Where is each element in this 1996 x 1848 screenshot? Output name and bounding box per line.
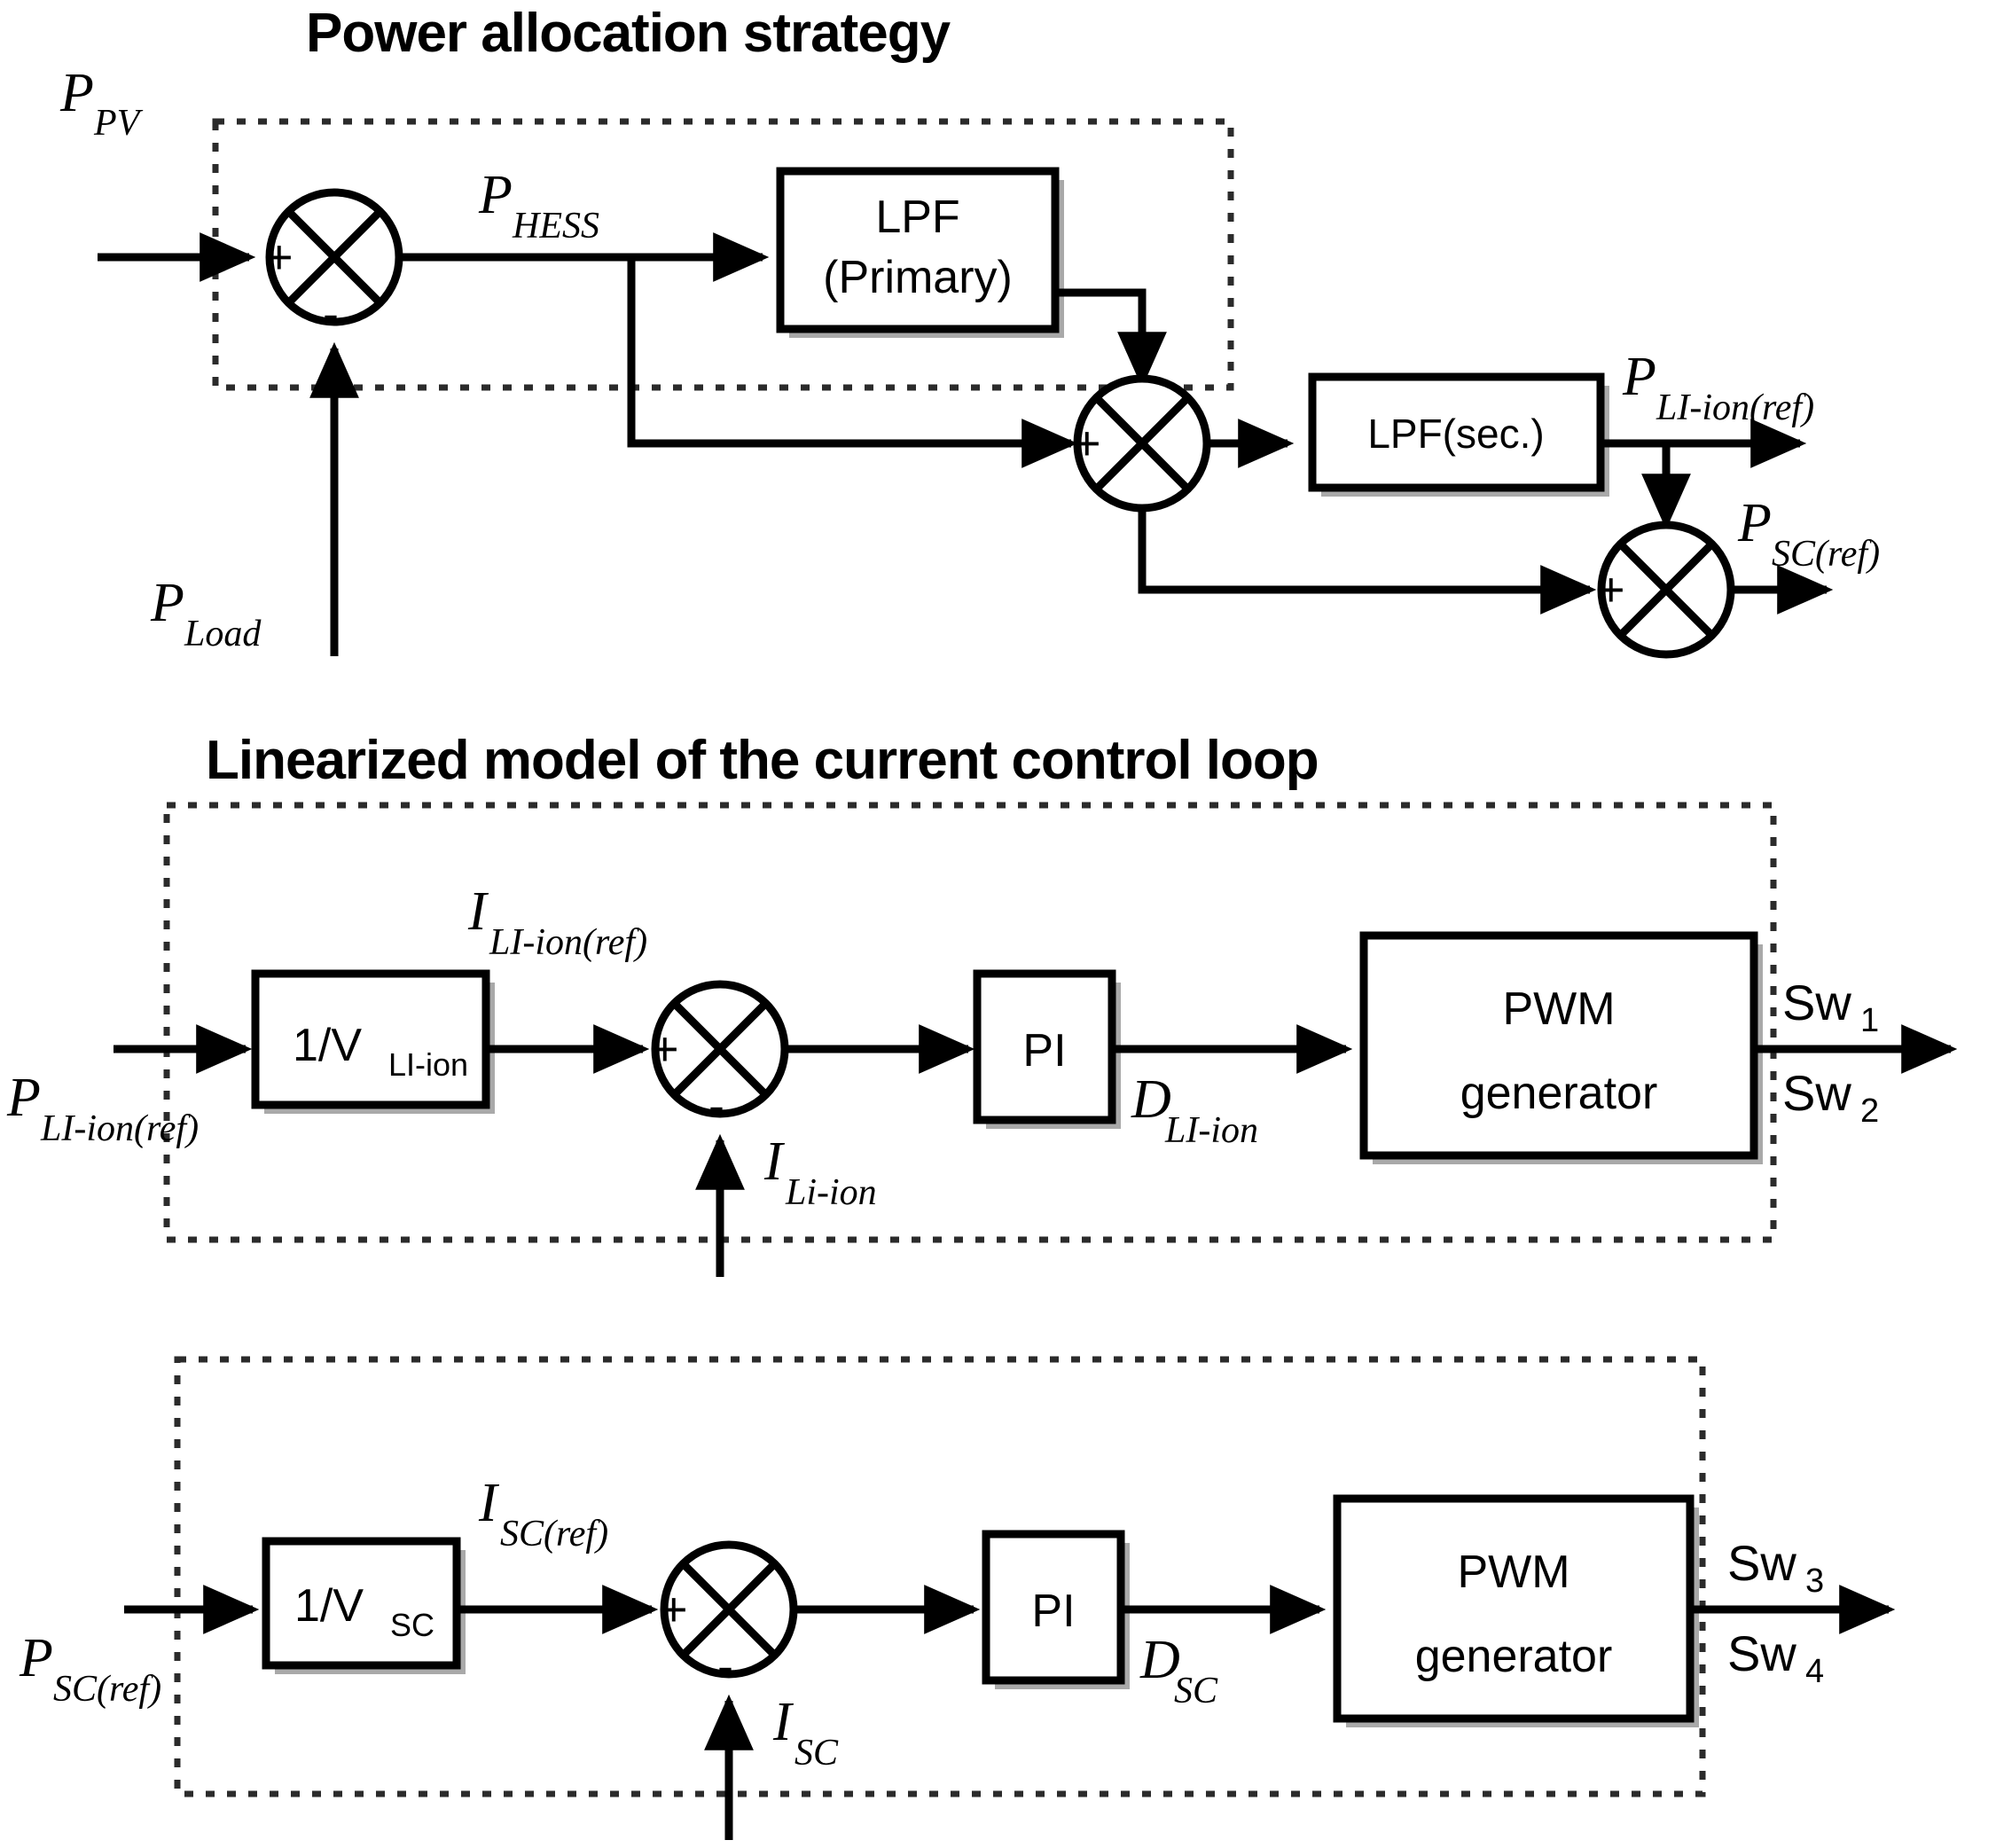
p-liion-ref-sub: LI-ion(ref) [1656,388,1814,428]
block-pi-liion: PI [973,969,1121,1129]
output-label-sw1: Sw 1 [1782,975,1879,1039]
signal-label-duty-sc: D SC [1139,1630,1218,1711]
output-label-sw4: Sw 4 [1727,1625,1824,1690]
p-pv-sub: PV [93,103,144,144]
p-pv-base: P [59,63,94,123]
duty-liion-sub: LI-ion [1164,1110,1258,1151]
p-sc-ref-sub: SC(ref) [1772,534,1880,575]
signal-label-d2-input: P LI-ion(ref) [6,1068,199,1149]
p-load-base: P [150,573,184,633]
block-pwm-sc: PWM generator [1333,1494,1699,1727]
d3-input-sub: SC(ref) [53,1669,161,1710]
p-sc-ref-base: P [1737,493,1772,553]
signal-label-d3-input: P SC(ref) [19,1628,161,1710]
signal-label-iref-liion: I LI-ion(ref) [467,881,647,963]
sw4-sub: 4 [1805,1653,1824,1690]
signal-label-p-load: P Load [150,573,262,654]
block-lpf-secondary: LPF(sec.) [1308,372,1609,497]
summing-junction-hess: + - [265,188,403,341]
sw3-sub: 3 [1805,1562,1824,1600]
iref-liion-sub: LI-ion(ref) [489,922,647,963]
duty-sc-sub: SC [1174,1671,1218,1711]
summer-mid-sign-plus: + [1073,417,1101,470]
iref-liion-base: I [467,881,489,942]
gain-liion-sub: LI-ion [388,1046,468,1083]
feedback-liion-sub: Li-ion [785,1172,877,1213]
lpf-primary-line2: (Primary) [823,252,1013,303]
duty-sc-base: D [1139,1630,1180,1690]
signal-label-feedback-liion: I Li-ion [763,1132,877,1213]
summer-hess-sign-minus: - [323,287,339,341]
sw4-base: Sw [1727,1625,1796,1681]
signal-label-iref-sc: I SC(ref) [478,1473,608,1554]
output-label-sw3: Sw 3 [1727,1535,1824,1600]
diagram2-title: Linearized model of the current control … [206,730,1319,791]
signal-label-p-pv: P PV [59,63,144,144]
wire-lpf-primary-out [1055,288,1167,388]
duty-liion-base: D [1131,1069,1171,1130]
gain-sc-sub: SC [390,1607,434,1643]
sw1-base: Sw [1782,975,1851,1030]
pwm-liion-line1: PWM [1502,983,1615,1035]
wire-mid-down-to-sc [1138,508,1597,615]
summing-junction-mid: + [1073,374,1211,513]
sw3-base: Sw [1727,1535,1796,1591]
pwm-liion-line2: generator [1460,1068,1658,1119]
signal-label-feedback-sc: I SC [772,1692,839,1774]
block-pwm-liion: PWM generator [1359,931,1763,1164]
sw1-sub: 1 [1860,1002,1879,1039]
output-label-sw2: Sw 2 [1782,1065,1879,1130]
d2-input-base: P [6,1068,41,1128]
d2-input-sub: LI-ion(ref) [40,1108,199,1149]
summing-junction-liion: + - [651,980,789,1132]
diagram1-title: Power allocation strategy [306,3,951,64]
block-lpf-primary: LPF (Primary) [776,167,1064,338]
pi-sc-label: PI [1031,1586,1075,1637]
feedback-sc-sub: SC [794,1733,839,1774]
gain-sc-prefix: 1/V [294,1580,364,1632]
d3-input-base: P [19,1628,53,1688]
signal-label-p-sc-ref: P SC(ref) [1737,493,1880,575]
pi-liion-label: PI [1022,1025,1066,1077]
summing-junction-sc: + [1597,521,1735,659]
p-liion-ref-base: P [1622,347,1656,407]
iref-sc-base: I [478,1473,500,1533]
signal-label-duty-liion: D LI-ion [1131,1069,1258,1151]
p-hess-sub: HESS [512,206,599,247]
summer-sc-loop-plus: + [660,1583,688,1636]
iref-sc-sub: SC(ref) [500,1514,608,1554]
signal-label-p-hess: P HESS [478,165,599,247]
p-hess-base: P [478,165,513,225]
block-gain-sc: 1/V SC [262,1537,466,1674]
sw2-sub: 2 [1860,1092,1879,1130]
feedback-liion-base: I [763,1132,786,1192]
summer-liion-plus: + [651,1022,679,1076]
summer-liion-minus: - [708,1079,724,1132]
block-gain-liion: 1/V LI-ion [251,969,495,1114]
lpf-primary-line1: LPF [875,192,959,243]
pwm-sc-line2: generator [1415,1631,1613,1682]
p-load-sub: Load [184,614,262,654]
feedback-sc-base: I [772,1692,794,1752]
summer-sc-loop-minus: - [717,1640,733,1693]
summer-hess-sign-plus: + [265,231,294,284]
lpf-secondary-label: LPF(sec.) [1367,411,1544,457]
pwm-sc-line1: PWM [1457,1547,1569,1598]
summer-sc-sign-plus: + [1597,563,1625,616]
block-pi-sc: PI [982,1530,1130,1689]
signal-label-p-liion-ref: P LI-ion(ref) [1622,347,1814,428]
sw2-base: Sw [1782,1065,1851,1121]
summing-junction-sc-loop: + - [660,1540,798,1693]
gain-liion-prefix: 1/V [293,1020,362,1071]
wire-hess-bypass [627,257,1078,468]
